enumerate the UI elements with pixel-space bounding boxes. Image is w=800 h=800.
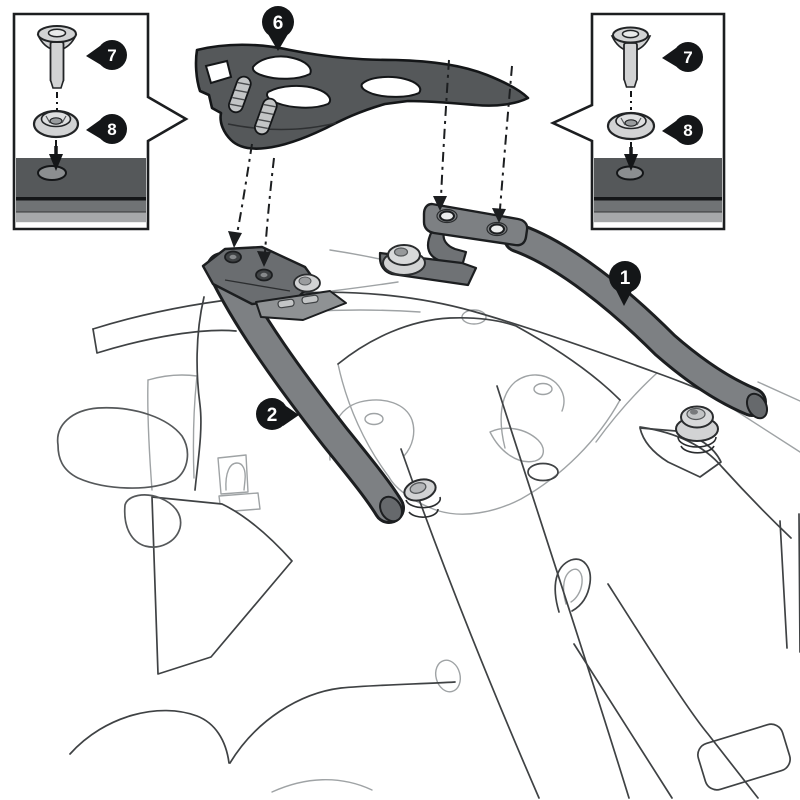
insert-arrow-icon (49, 154, 63, 171)
plate-cutout (360, 75, 422, 98)
rail-right-tube-end (745, 392, 769, 420)
callout-tail (86, 46, 101, 65)
callout-washer-right: 8 (662, 115, 703, 145)
rack-top-plate (194, 43, 530, 150)
rail-cross-section (594, 158, 722, 223)
alignment-leader-lines (236, 59, 513, 253)
inset-detail-box-right: 7 8 (549, 12, 726, 231)
callout-label: 6 (273, 13, 284, 34)
cup-washer-icon (32, 109, 80, 139)
callout-screw-left: 7 (86, 40, 127, 70)
callout-tail (662, 121, 677, 140)
rail-right-arm (426, 229, 468, 268)
motorcycle-subframe (56, 249, 800, 799)
plate-cutout (251, 55, 312, 80)
callout-tail (662, 48, 677, 67)
plate-threaded-slot-front (227, 75, 252, 114)
rail-right-lower-bolt (675, 405, 719, 454)
callout-label: 7 (107, 46, 116, 65)
flat-head-screw-icon (610, 26, 652, 88)
callout-label: 2 (267, 405, 278, 426)
callout-circle (262, 6, 294, 38)
callout-rail-left: 2 (256, 398, 299, 430)
mount-hole-rear-inner (260, 272, 268, 278)
cup-washer-icon (606, 111, 656, 141)
rack-rail-left (201, 245, 442, 524)
callout-circle (97, 114, 127, 144)
rail-left-tube-end (379, 495, 403, 523)
flat-head-screw-icon (36, 25, 78, 89)
callout-rail-right: 1 (609, 261, 641, 306)
mount-hole-rear (489, 223, 505, 235)
rail-left-body (209, 255, 402, 521)
callout-label: 8 (683, 121, 692, 140)
rail-right-body (506, 226, 764, 414)
arrow-down-icon (228, 231, 242, 248)
leader-arrowheads (228, 196, 506, 267)
callout-label: 7 (683, 48, 692, 67)
mount-boss-front (436, 208, 458, 224)
callout-circle (673, 42, 703, 72)
rail-mount-hole (37, 165, 67, 181)
subframe-primary-lines (56, 291, 800, 799)
rail-cross-section (16, 158, 146, 223)
mount-plate-edge (224, 279, 291, 292)
flange-slot (277, 298, 295, 309)
top-plate-fold-line (227, 122, 337, 131)
leader-line (499, 65, 513, 210)
callout-label: 8 (107, 120, 116, 139)
callout-circle (673, 115, 703, 145)
mount-hole-front (439, 210, 455, 222)
callout-circle (609, 261, 641, 293)
plate-cutout (204, 59, 233, 85)
callout-screw-right: 7 (662, 42, 703, 72)
callout-washer-left: 8 (86, 114, 127, 144)
rack-rail-right (378, 202, 769, 454)
inset-detail-box-left: 7 8 (12, 12, 189, 231)
leader-line (236, 143, 253, 235)
insert-arrow-icon (624, 154, 638, 171)
subframe-secondary-lines (147, 249, 800, 793)
callout-label: 1 (620, 268, 631, 289)
mount-boss-rear (486, 221, 508, 237)
leader-line (440, 59, 450, 198)
callout-tail (86, 120, 101, 139)
leader-line (264, 157, 275, 253)
rail-left-plate-bolt (293, 273, 321, 293)
rail-left-flange (255, 290, 347, 321)
rail-left-lower-bolt (403, 478, 442, 518)
arrow-down-icon (257, 251, 271, 267)
callout-circle (97, 40, 127, 70)
callout-tail (268, 34, 288, 51)
arrow-down-icon (433, 196, 447, 211)
flange-slot (301, 294, 319, 305)
plate-threaded-slot-rear (253, 97, 278, 136)
rail-right-middle-bolt (382, 244, 426, 276)
arrow-down-icon (492, 208, 506, 223)
callout-circle (256, 398, 288, 430)
mount-hole-front-inner (229, 254, 237, 260)
callout-top-plate: 6 (262, 6, 294, 51)
